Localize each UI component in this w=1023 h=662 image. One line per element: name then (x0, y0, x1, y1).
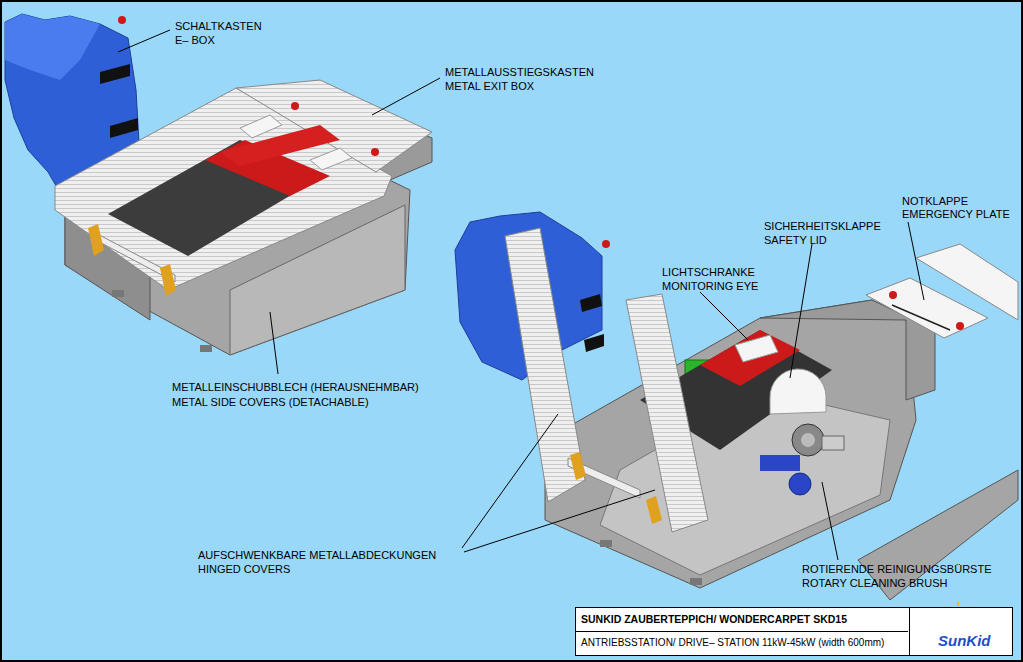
callout-label: SAFETY LID (764, 234, 827, 247)
left-drive-station (5, 14, 432, 355)
callout-label: LICHTSCHRANKE (662, 266, 755, 279)
leader-lines (118, 30, 924, 560)
callout-label: METAL SIDE COVERS (DETACHABLE) (172, 396, 369, 409)
callout-label: SICHERHEITSKLAPPE (764, 220, 881, 233)
callout-label: SCHALTKASTEN (175, 20, 262, 33)
callout-label: HINGED COVERS (198, 563, 290, 576)
title-divider (576, 631, 908, 632)
callout-label: EMERGENCY PLATE (902, 208, 1010, 221)
callout-label: METAL EXIT BOX (445, 80, 534, 93)
logo-cell: SunKid (909, 608, 1013, 655)
callout-label: METALLEINSCHUBBLECH (HERAUSNEHMBAR) (172, 381, 419, 394)
callout-label: ROTARY CLEANING BRUSH (802, 577, 947, 590)
callout-label: NOTKLAPPE (902, 195, 968, 208)
title-block: SUNKID ZAUBERTEPPICH/ WONDERCARPET SKD15… (575, 607, 1013, 656)
callout-label: METALLAUSSTIEGSKASTEN (445, 66, 594, 79)
title-text: SUNKID ZAUBERTEPPICH/ WONDERCARPET SKD15 (581, 613, 847, 625)
subtitle-text: ANTRIEBSSTATION/ DRIVE– STATION 11kW-45k… (581, 637, 884, 648)
callout-label: MONITORING EYE (662, 280, 758, 293)
right-drive-station-open (455, 212, 1018, 600)
callout-label: E– BOX (175, 34, 215, 47)
callout-label: ROTIERENDE REINIGUNGSBÜRSTE (802, 563, 991, 576)
callout-label: AUFSCHWENKBARE METALLABDECKUNGEN (198, 549, 436, 562)
logo-text: SunKid (938, 632, 991, 649)
